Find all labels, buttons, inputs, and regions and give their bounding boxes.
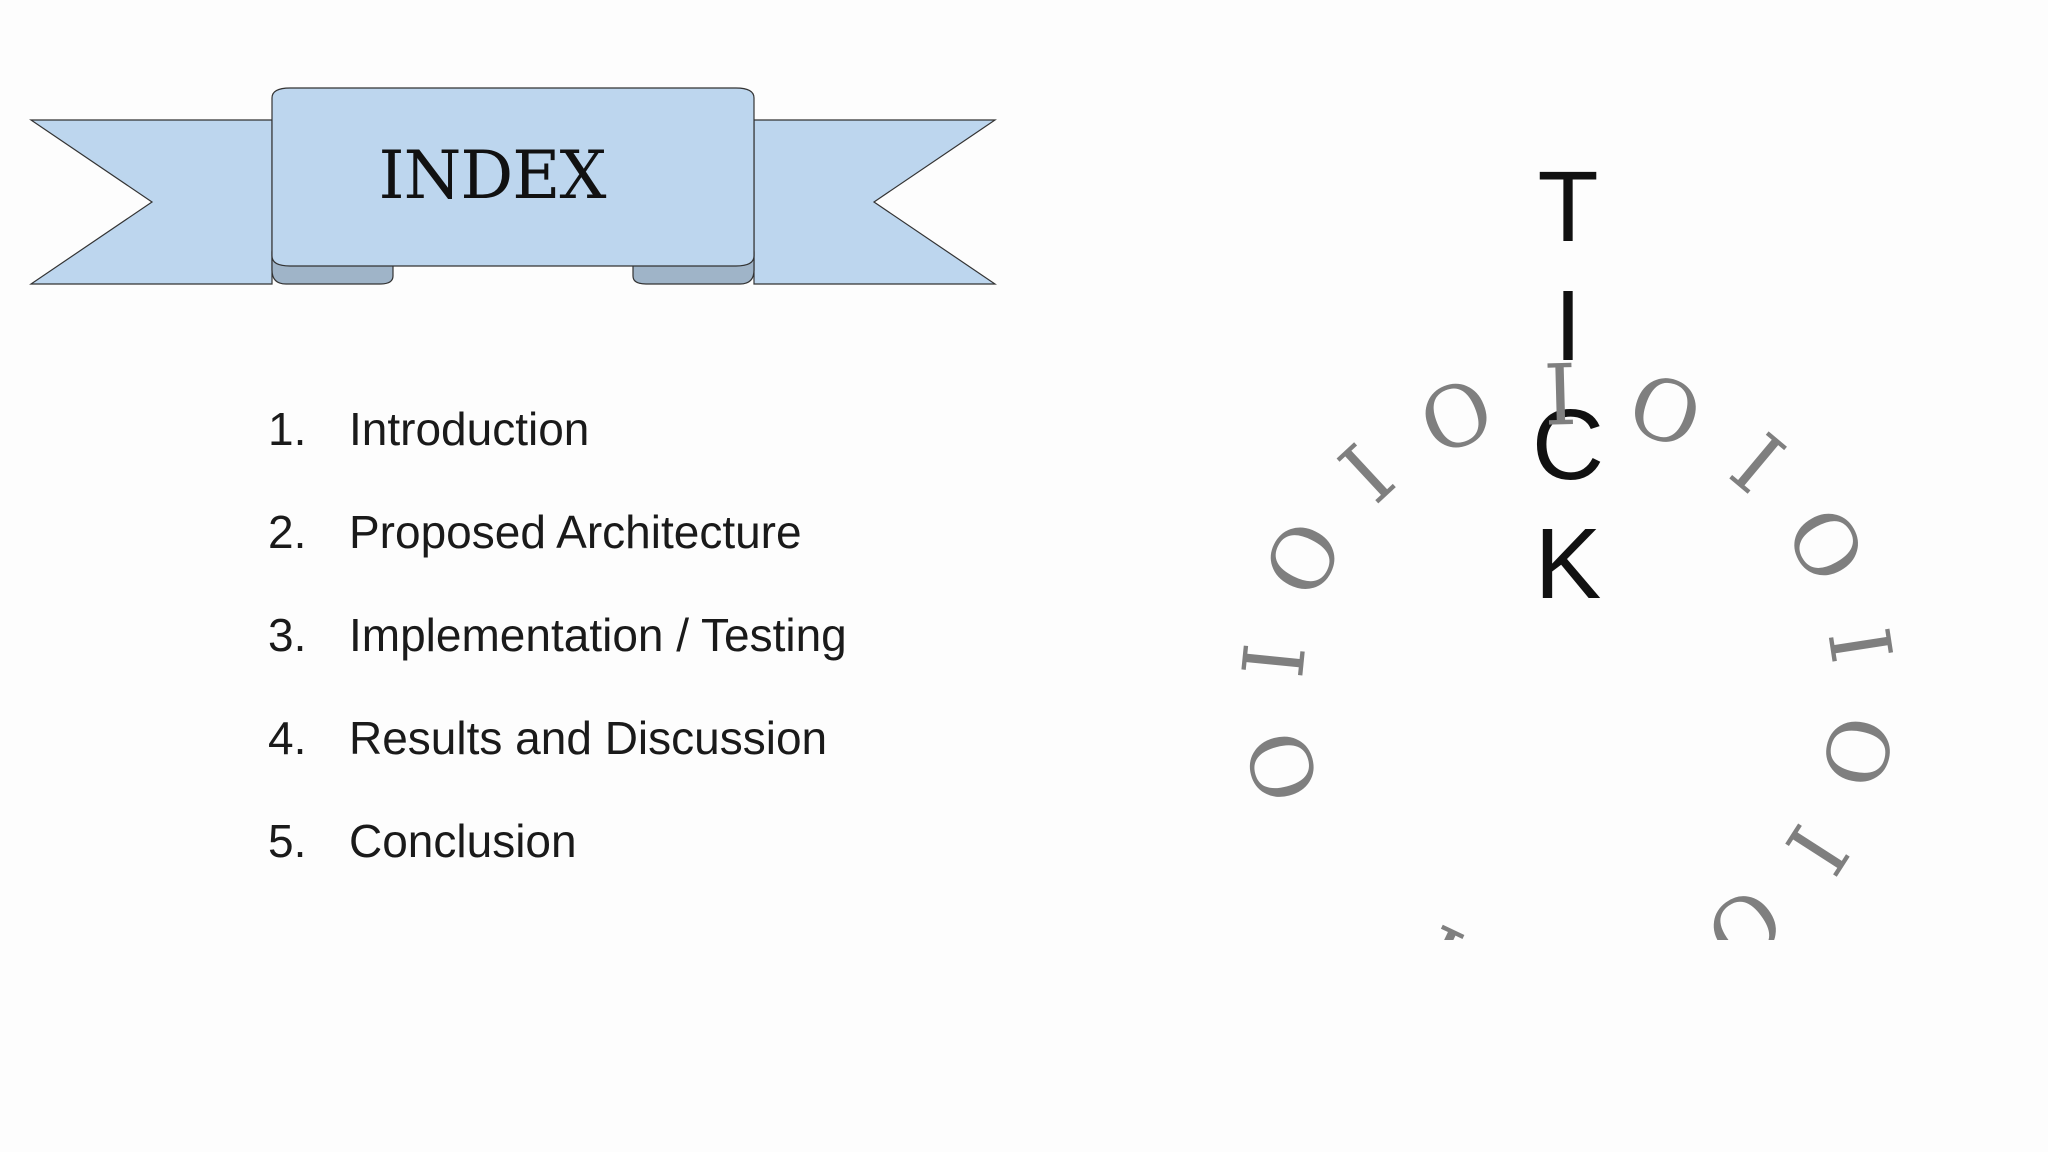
banner-left-tail [29,119,273,285]
index-label: Implementation / Testing [349,609,847,661]
index-label: Introduction [349,403,590,455]
ring-char: I [1620,925,1679,940]
ring-char: I [1812,621,1900,669]
ring-char: O [1689,869,1803,940]
tick-letter: K [1534,508,1602,620]
index-number: 5. [268,815,307,867]
index-item: 2. Proposed Architecture [268,505,847,608]
ring-char: I [1715,413,1803,509]
index-number: 2. [268,506,307,558]
index-number: 3. [268,609,307,661]
ring-char: O [1405,356,1506,473]
banner-title: INDEX [378,137,607,214]
index-label: Results and Discussion [349,712,828,764]
index-label: Proposed Architecture [349,506,802,558]
ring-char: I [1320,425,1411,519]
ring-char: O [1617,351,1714,466]
ring-char: O [1768,490,1887,598]
ring-char: I [1221,639,1322,682]
banner-right-tail [753,119,997,285]
tick-letter: C [1531,389,1605,501]
index-label: Conclusion [349,815,577,867]
index-number: 4. [268,712,307,764]
ring-char: I [1542,343,1578,442]
tick-letter: T [1537,151,1599,263]
ring-char: O [1804,708,1900,796]
ring-char: O [1505,935,1582,940]
ring-char: I [1404,908,1476,940]
binary-ring: OIOIOIOIOIOIOIOI [1221,343,1900,940]
index-number: 1. [268,403,307,455]
ring-char: O [1242,505,1360,610]
index-list: 1. Introduction 2. Proposed Architecture… [268,402,847,917]
index-banner [29,87,997,285]
tick-letter: I [1554,270,1582,382]
index-item: 1. Introduction [268,402,847,505]
index-item: 4. Results and Discussion [268,711,847,814]
index-item: 5. Conclusion [268,814,847,917]
ring-char: O [1224,721,1336,813]
banner-body [271,87,755,267]
ring-char: I [1769,811,1869,892]
index-item: 3. Implementation / Testing [268,608,847,711]
